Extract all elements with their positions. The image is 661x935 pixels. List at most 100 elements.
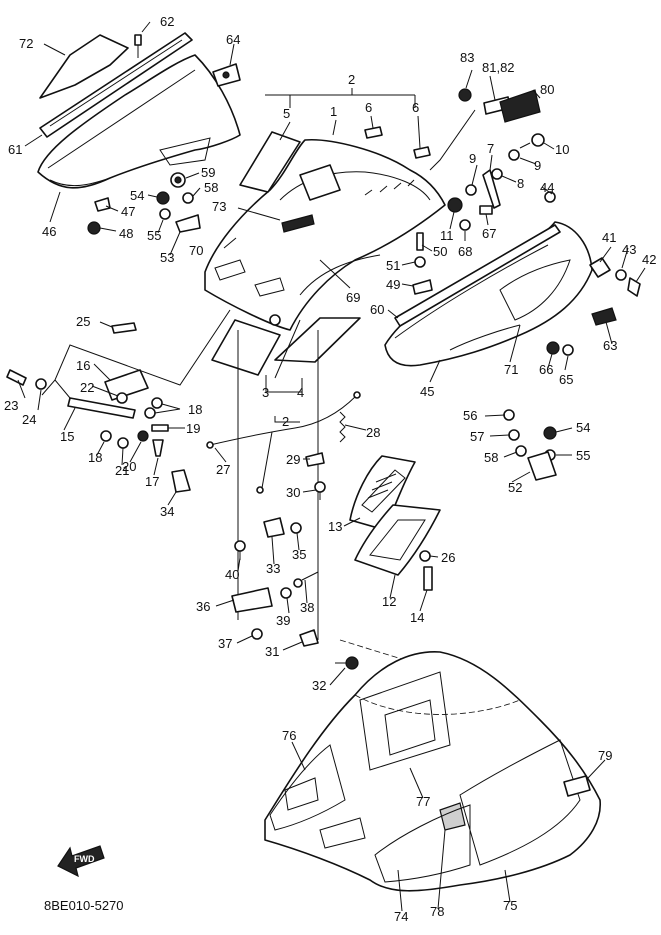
decal-5 [239, 131, 301, 193]
washer-24 [35, 378, 47, 390]
callout-32: 32 [312, 678, 326, 693]
callout-68: 68 [458, 244, 472, 259]
callout-60: 60 [370, 302, 384, 317]
callout-79: 79 [598, 748, 612, 763]
washer-9-a [508, 149, 520, 161]
callout-58: 58 [204, 180, 218, 195]
hood-top-1 [204, 138, 446, 331]
decal-6-a [364, 126, 383, 139]
callout-15: 15 [60, 429, 74, 444]
callout-30: 30 [286, 485, 300, 500]
callout-51: 51 [386, 258, 400, 273]
callout-25: 25 [76, 314, 90, 329]
callout-76: 76 [282, 728, 296, 743]
callout-39: 39 [276, 613, 290, 628]
washer-9-b [465, 184, 477, 196]
nut-37 [251, 628, 263, 640]
bracket-64 [212, 63, 241, 87]
callout-9-a: 9 [469, 151, 476, 166]
grip-63 [591, 307, 617, 326]
callout-61: 61 [8, 142, 22, 157]
bracket-31 [299, 629, 319, 647]
callout-74: 74 [394, 909, 408, 924]
screw-23 [6, 369, 27, 386]
screw-62 [134, 34, 142, 58]
washer-18-a [144, 397, 163, 419]
callout-70: 70 [189, 243, 203, 258]
callout-75: 75 [503, 898, 517, 913]
plate-80 [499, 89, 541, 123]
nut-26 [419, 550, 431, 562]
callout-58-b: 58 [484, 450, 498, 465]
callout-36: 36 [196, 599, 210, 614]
callout-33: 33 [266, 561, 280, 576]
callout-73: 73 [212, 199, 226, 214]
nut-35 [290, 522, 302, 534]
bolt-40 [234, 540, 246, 560]
bolt-10 [519, 133, 545, 149]
callout-38: 38 [300, 600, 314, 615]
callout-13: 13 [328, 519, 342, 534]
nut-54-b [543, 426, 557, 440]
callout-26: 26 [441, 550, 455, 565]
callout-47: 47 [121, 204, 135, 219]
callout-81-82: 81,82 [482, 60, 515, 75]
callout-71: 71 [504, 362, 518, 377]
callout-2-b: 2 [282, 414, 289, 429]
bracket-34 [171, 469, 191, 493]
callout-21: 21 [115, 463, 129, 478]
latch-plate-16 [104, 369, 149, 401]
washer-8 [491, 168, 503, 180]
callout-45: 45 [420, 384, 434, 399]
callout-41: 41 [602, 230, 616, 245]
bolt-32 [335, 656, 359, 670]
washer-21 [117, 437, 129, 449]
callout-18-a: 18 [188, 402, 202, 417]
forward-label: FWD [74, 854, 95, 864]
bolt-50 [416, 232, 424, 251]
nut-20 [137, 430, 149, 442]
nut-11 [447, 197, 463, 213]
callout-55-b: 55 [576, 448, 590, 463]
callout-59: 59 [201, 165, 215, 180]
lever-15 [67, 397, 136, 419]
callout-50: 50 [433, 244, 447, 259]
callout-18-b: 18 [88, 450, 102, 465]
callout-62: 62 [160, 14, 174, 29]
clip-47 [94, 197, 111, 212]
nut-66 [546, 341, 560, 355]
callout-20: 20 [122, 459, 136, 474]
callout-69: 69 [346, 290, 360, 305]
nut-54 [156, 191, 170, 205]
leader-lines [17, 21, 646, 912]
decal-6-b [413, 146, 431, 159]
callout-65: 65 [559, 372, 573, 387]
callout-12: 12 [382, 594, 396, 609]
callout-6-a: 6 [365, 100, 372, 115]
callout-44: 44 [540, 180, 554, 195]
callout-1: 1 [330, 104, 337, 119]
decal-25 [111, 322, 137, 334]
nut-48 [87, 221, 101, 235]
spring-22 [116, 392, 128, 404]
callout-64: 64 [226, 32, 240, 47]
nut-83 [458, 88, 472, 102]
callout-23: 23 [4, 398, 18, 413]
callout-8: 8 [517, 176, 524, 191]
washer-58-b [515, 445, 527, 457]
callout-83: 83 [460, 50, 474, 65]
latch-36 [231, 587, 273, 613]
bracket-53 [175, 214, 201, 233]
washer-65 [562, 344, 574, 356]
bolt-67 [479, 205, 493, 215]
bolt-14 [423, 566, 433, 591]
callout-53: 53 [160, 250, 174, 265]
bracket-33 [263, 517, 285, 538]
cable-27 [206, 391, 361, 494]
callout-72: 72 [19, 36, 33, 51]
callout-42: 42 [642, 252, 656, 267]
callout-46: 46 [42, 224, 56, 239]
screw-38 [293, 571, 319, 588]
washer-18-b [100, 430, 112, 442]
